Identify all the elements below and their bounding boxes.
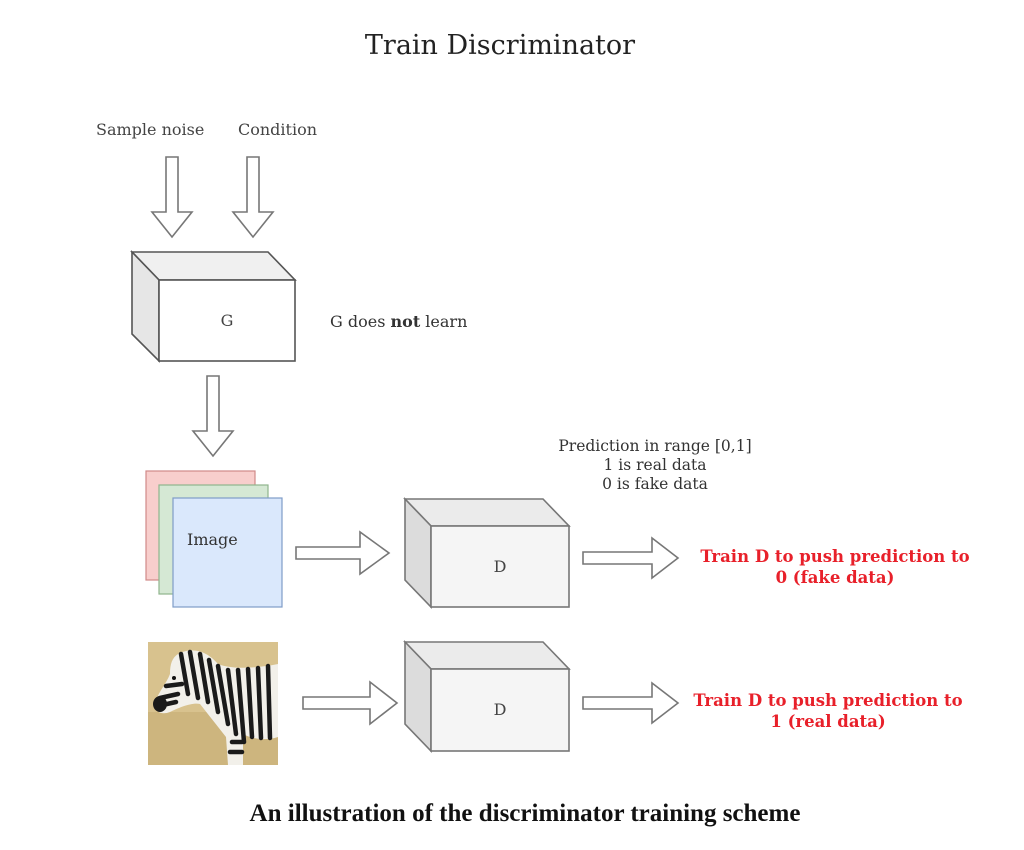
real-image-zebra: [148, 642, 278, 765]
prediction-note-line2: 1 is real data: [603, 456, 707, 474]
discriminator-real-label: D: [493, 700, 507, 719]
prediction-note-line3: 0 is fake data: [602, 475, 708, 493]
generator-note-bold: not: [390, 312, 421, 331]
fake-target-line2: 0 (fake data): [775, 568, 895, 587]
generator-note-prefix: G does: [330, 312, 391, 331]
real-output-arrow-icon: [582, 681, 680, 725]
discriminator-fake-box: [403, 497, 571, 609]
fake-image-label: Image: [187, 530, 238, 549]
generator-box: [130, 250, 297, 363]
real-target-line2: 1 (real data): [770, 712, 886, 731]
diagram-title: Train Discriminator: [364, 30, 636, 61]
generator-note-suffix: learn: [420, 312, 468, 331]
real-target-line1: Train D to push prediction to: [693, 691, 963, 710]
fake-target-text: Train D to push prediction to 0 (fake da…: [690, 546, 980, 588]
prediction-note: Prediction in range [0,1] 1 is real data…: [520, 437, 790, 494]
discriminator-real-box: [403, 640, 571, 753]
condition-label: Condition: [238, 120, 318, 139]
prediction-note-line1: Prediction in range [0,1]: [558, 437, 752, 455]
generator-label: G: [220, 311, 234, 330]
fake-target-line1: Train D to push prediction to: [700, 547, 970, 566]
zebra-photo-icon: [148, 642, 278, 765]
generator-note: G does not learn: [330, 312, 467, 331]
sample-noise-label: Sample noise: [96, 120, 205, 139]
fake-image-stack: [145, 470, 283, 608]
discriminator-fake-label: D: [493, 557, 507, 576]
noise-down-arrow-icon: [150, 156, 194, 239]
real-target-text: Train D to push prediction to 1 (real da…: [683, 690, 973, 732]
condition-down-arrow-icon: [231, 156, 275, 239]
figure-caption: An illustration of the discriminator tra…: [249, 800, 801, 827]
fake-to-d-arrow-icon: [295, 530, 391, 576]
fake-output-arrow-icon: [582, 536, 680, 580]
real-to-d-arrow-icon: [302, 680, 399, 726]
generator-output-arrow-icon: [191, 375, 235, 458]
